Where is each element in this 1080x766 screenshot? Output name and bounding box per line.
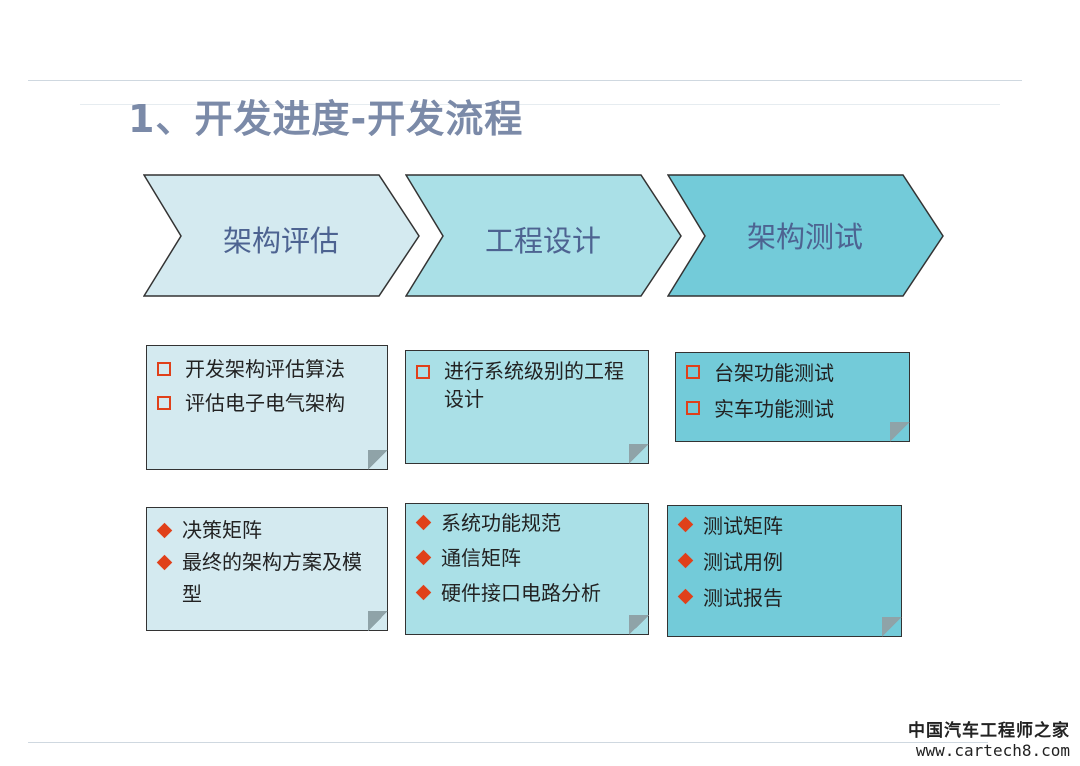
- deliverable-item: 决策矩阵: [182, 518, 262, 542]
- task-item: 开发架构评估算法: [185, 357, 345, 381]
- task-note-2: 进行系统级别的工程设计: [405, 350, 649, 464]
- title-underline: [80, 104, 1000, 105]
- square-bullet-icon: [416, 365, 430, 379]
- page-fold-icon: [629, 615, 649, 635]
- deliverable-item: 测试矩阵: [703, 514, 783, 538]
- watermark: 中国汽车工程师之家 www.cartech8.com: [908, 716, 1070, 760]
- deliverable-note-3: 测试矩阵 测试用例 测试报告: [667, 505, 902, 637]
- diamond-bullet-icon: [677, 516, 694, 533]
- square-bullet-icon: [157, 396, 171, 410]
- page-title: 1、开发进度-开发流程: [128, 97, 524, 141]
- page-fold-icon: [882, 617, 902, 637]
- stage-label: 架构测试: [746, 220, 863, 254]
- diamond-bullet-icon: [677, 552, 694, 569]
- task-note-1: 开发架构评估算法 评估电子电气架构: [146, 345, 388, 470]
- task-item: 评估电子电气架构: [185, 391, 345, 415]
- page-fold-icon: [890, 422, 910, 442]
- deliverable-item: 最终的架构方案及模型: [182, 550, 362, 606]
- stage-chevron-3: 架构测试: [667, 174, 944, 297]
- task-item: 实车功能测试: [714, 397, 834, 421]
- deliverable-item: 测试报告: [703, 586, 783, 610]
- task-item: 进行系统级别的工程设计: [444, 359, 624, 411]
- square-bullet-icon: [686, 365, 700, 379]
- square-bullet-icon: [157, 362, 171, 376]
- diamond-bullet-icon: [156, 554, 173, 571]
- stage-chevron-2: 工程设计: [405, 174, 682, 297]
- diamond-bullet-icon: [415, 584, 432, 601]
- page-fold-icon: [629, 444, 649, 464]
- stage-label: 架构评估: [222, 224, 339, 258]
- stage-chevron-1: 架构评估: [143, 174, 420, 297]
- watermark-name: 中国汽车工程师之家: [908, 721, 1070, 741]
- task-item: 台架功能测试: [714, 361, 834, 385]
- deliverable-note-1: 决策矩阵 最终的架构方案及模型: [146, 507, 388, 631]
- top-divider: [28, 80, 1022, 81]
- page-fold-icon: [368, 450, 388, 470]
- diamond-bullet-icon: [677, 588, 694, 605]
- stage-label: 工程设计: [484, 224, 601, 258]
- task-note-3: 台架功能测试 实车功能测试: [675, 352, 910, 442]
- diamond-bullet-icon: [156, 522, 173, 539]
- deliverable-item: 通信矩阵: [441, 546, 521, 570]
- deliverable-item: 系统功能规范: [441, 511, 561, 535]
- diamond-bullet-icon: [415, 514, 432, 531]
- deliverable-item: 测试用例: [703, 550, 783, 574]
- square-bullet-icon: [686, 401, 700, 415]
- deliverable-note-2: 系统功能规范 通信矩阵 硬件接口电路分析: [405, 503, 649, 635]
- deliverable-item: 硬件接口电路分析: [441, 581, 601, 605]
- bottom-divider: [28, 742, 988, 743]
- page-fold-icon: [368, 611, 388, 631]
- diamond-bullet-icon: [415, 549, 432, 566]
- watermark-url: www.cartech8.com: [915, 741, 1070, 760]
